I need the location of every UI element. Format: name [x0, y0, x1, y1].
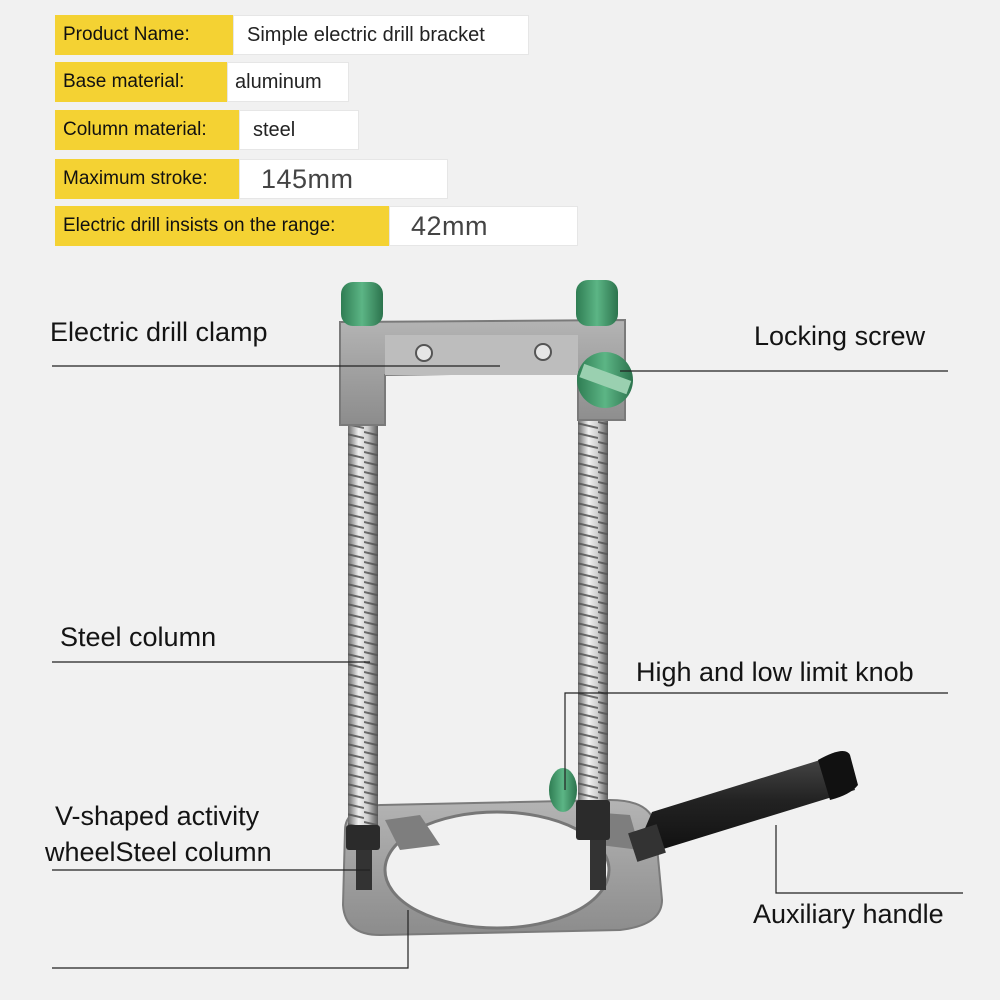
spec-value: steel — [239, 110, 359, 150]
leader-line-base — [52, 910, 409, 969]
spec-label: Product Name: — [55, 15, 233, 55]
spec-label: Maximum stroke: — [55, 159, 239, 199]
leader-line-handle — [775, 825, 963, 894]
auxiliary-handle — [628, 751, 858, 862]
base-plate — [341, 798, 664, 937]
callout-steel-column: Steel column — [60, 622, 217, 652]
drill-clamp — [339, 318, 626, 426]
callout-limit-knob: High and low limit knob — [636, 657, 914, 687]
callout-v-wheel-line1: V-shaped activity — [55, 801, 260, 831]
spec-row-drill-range: Electric drill insists on the range: 42m… — [55, 206, 578, 246]
limit-knob — [549, 768, 577, 812]
spec-value: 42mm — [389, 206, 578, 246]
right-steel-column — [576, 410, 610, 890]
spec-row-product-name: Product Name: Simple electric drill brac… — [55, 15, 529, 55]
callout-locking-screw: Locking screw — [754, 321, 926, 351]
spec-row-base-material: Base material: aluminum — [55, 62, 349, 102]
callout-v-wheel-line2: wheelSteel column — [45, 837, 272, 867]
callout-aux-handle: Auxiliary handle — [753, 899, 944, 929]
spec-label: Electric drill insists on the range: — [55, 206, 389, 246]
spec-label: Base material: — [55, 62, 227, 102]
left-green-cap — [341, 282, 383, 326]
left-steel-column — [346, 410, 380, 890]
spec-value: Simple electric drill bracket — [233, 15, 529, 55]
callout-drill-clamp: Electric drill clamp — [50, 317, 268, 347]
spec-row-maximum-stroke: Maximum stroke: 145mm — [55, 159, 448, 199]
callout-lines — [52, 365, 963, 969]
spec-value: aluminum — [227, 62, 349, 102]
locking-screw — [577, 352, 633, 408]
spec-value: 145mm — [239, 159, 448, 199]
spec-label: Column material: — [55, 110, 239, 150]
spec-row-column-material: Column material: steel — [55, 110, 359, 150]
leader-line-limit-knob — [564, 692, 948, 790]
right-green-cap — [576, 280, 618, 326]
